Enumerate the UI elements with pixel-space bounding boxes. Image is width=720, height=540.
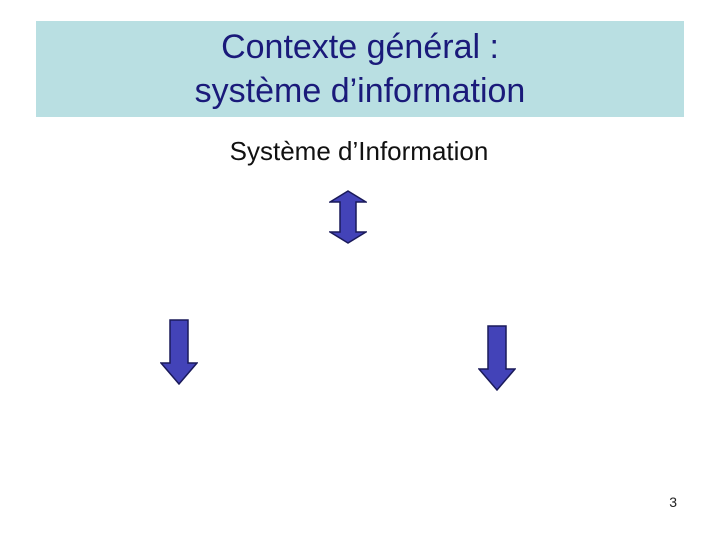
down-arrow-right-icon bbox=[478, 325, 516, 391]
down-arrow-left-icon bbox=[160, 319, 198, 385]
slide-title-line-1: Contexte général : bbox=[221, 28, 499, 66]
page-number: 3 bbox=[669, 494, 677, 510]
system-label: Système d’Information bbox=[229, 136, 489, 166]
double-arrow-icon bbox=[329, 190, 367, 244]
slide-title-line-2: système d’information bbox=[194, 72, 526, 110]
title-band: Contexte général : système d’information bbox=[36, 21, 684, 117]
